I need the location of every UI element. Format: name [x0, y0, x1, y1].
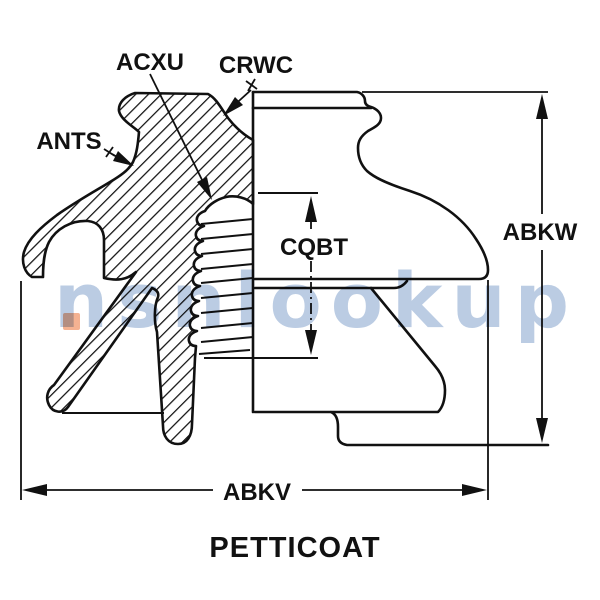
label-abkw: ABKW	[503, 219, 578, 246]
abkw-arrowhead-up	[536, 94, 548, 119]
thread-lines	[198, 218, 254, 355]
label-acxu: ACXU	[116, 49, 184, 76]
watermark-text: nsnlookup	[54, 256, 578, 345]
insulator-section-left-half	[21, 91, 255, 446]
insulator-outline-right-half	[251, 90, 490, 290]
crwc-arrowhead	[223, 97, 243, 116]
label-ants: ANTS	[36, 128, 101, 155]
cqbt-arrowhead-up	[305, 196, 317, 222]
watermark: nsnlookup	[54, 256, 578, 345]
acxu-leader-line	[149, 73, 208, 191]
lower-skirt-outline-right	[253, 286, 550, 447]
label-crwc: CRWC	[219, 52, 293, 79]
abkw-arrowhead-down	[536, 418, 548, 443]
abkv-arrowhead-left	[22, 484, 47, 496]
ants-plus-marker	[103, 146, 116, 158]
label-cqbt: CQBT	[280, 234, 348, 261]
watermark-orange-dot	[63, 313, 80, 330]
ants-arrowhead	[113, 151, 134, 166]
cqbt-arrowhead-down	[305, 330, 317, 355]
abkv-arrowhead-right	[462, 484, 487, 496]
acxu-arrowhead	[197, 177, 212, 200]
label-abkv: ABKV	[223, 479, 291, 506]
crwc-plus-marker	[245, 78, 258, 92]
figure-title: PETTICOAT	[209, 532, 380, 564]
